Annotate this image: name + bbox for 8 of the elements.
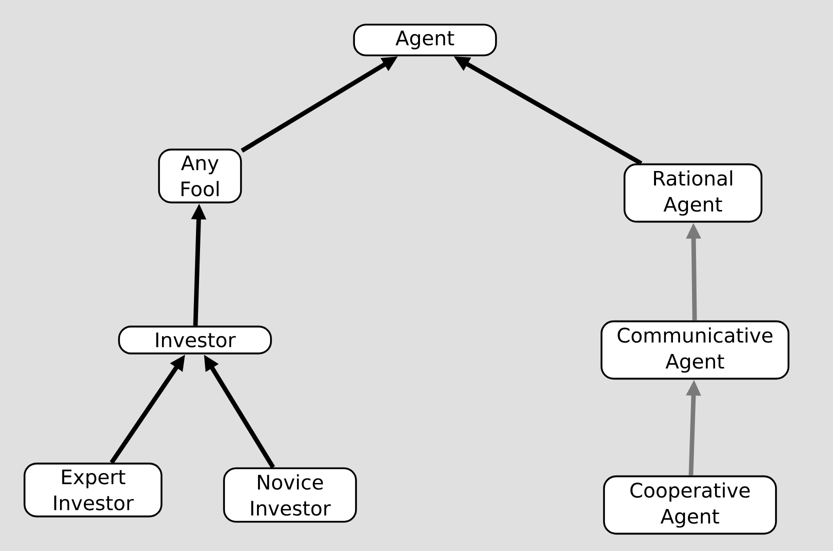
class-box: Investor	[118, 326, 272, 354]
class-box: Rational Agent	[624, 163, 762, 223]
class-box: Communicative Agent	[600, 320, 790, 380]
class-box: Cooperative Agent	[603, 475, 777, 535]
class-box: Agent	[353, 24, 497, 56]
class-box: Expert Investor	[24, 462, 162, 518]
class-box: Novice Investor	[223, 467, 357, 523]
class-box: Any Fool	[158, 148, 242, 204]
